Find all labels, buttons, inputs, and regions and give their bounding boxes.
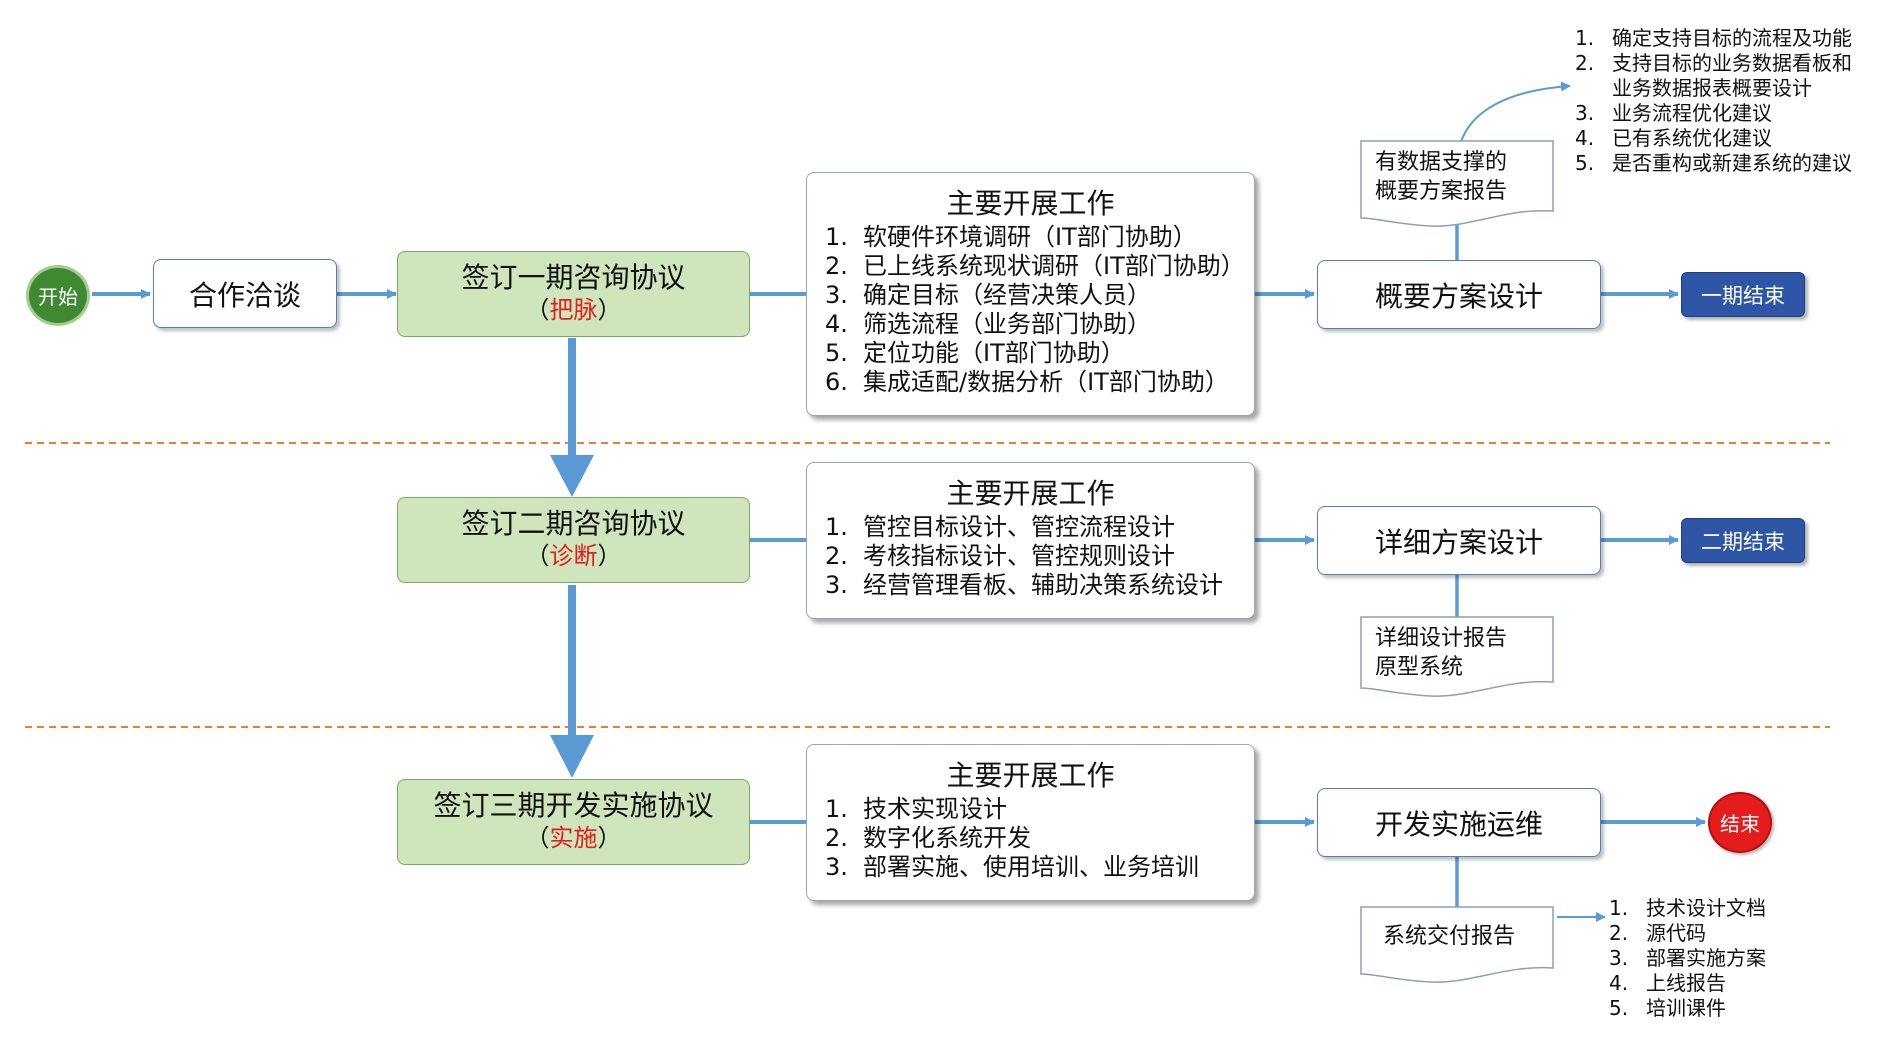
negotiation-label: 合作洽谈 (188, 278, 301, 312)
negotiation-box: 合作洽谈 (153, 259, 337, 328)
phase3-work-item: 1.技术实现设计 (825, 795, 1007, 823)
phase2-end-label: 二期结束 (1701, 529, 1785, 554)
doc-shape-2 (1360, 616, 1554, 697)
phase2-contract-box: 签订二期咨询协议 （诊断） (397, 497, 750, 583)
phase1-doc-notes: 1.确定支持目标的流程及功能 2.支持目标的业务数据看板和 业务数据报表概要设计… (1575, 26, 1852, 176)
phase3-work-title: 主要开展工作 (946, 759, 1115, 792)
phase2-work-item: 2.考核指标设计、管控规则设计 (825, 542, 1175, 570)
phase3-note-item: 4.上线报告 (1609, 971, 1726, 995)
phase1-keyword: 把脉 (549, 296, 598, 324)
phase1-work-item: 5.定位功能（IT部门协助） (825, 339, 1125, 367)
phase2-doc-line: 详细设计报告 (1375, 626, 1508, 651)
phase2-design-label: 详细方案设计 (1374, 525, 1543, 559)
phase1-design-box: 概要方案设计 (1317, 260, 1601, 329)
phase1-note-item: 1.确定支持目标的流程及功能 (1575, 26, 1852, 50)
phase2-work-box: 主要开展工作 1.管控目标设计、管控流程设计 2.考核指标设计、管控规则设计 3… (806, 462, 1255, 619)
phase3-note-item: 5.培训课件 (1609, 996, 1726, 1020)
phase1-contract-subtitle: （把脉） (525, 296, 622, 324)
doc-shape-3 (1360, 906, 1554, 983)
phase1-work-item: 3.确定目标（经营决策人员） (825, 281, 1151, 309)
phase1-note-item: 2.支持目标的业务数据看板和 (1575, 51, 1852, 75)
phase3-design-box: 开发实施运维 (1317, 788, 1601, 857)
phase2-contract-subtitle: （诊断） (525, 542, 622, 570)
start-label: 开始 (38, 285, 78, 309)
phase3-note-item: 3.部署实施方案 (1609, 946, 1766, 970)
phase1-contract-title: 签订一期咨询协议 (461, 261, 686, 294)
phase3-contract-box: 签订三期开发实施协议 （实施） (397, 779, 750, 865)
start-node: 开始 (26, 265, 90, 326)
phase1-work-item: 4.筛选流程（业务部门协助） (825, 310, 1151, 338)
phase1-work-item: 2.已上线系统现状调研（IT部门协助） (825, 252, 1245, 280)
phase1-end-label: 一期结束 (1701, 283, 1785, 308)
phase2-doc-line: 原型系统 (1375, 655, 1464, 680)
phase3-work-box: 主要开展工作 1.技术实现设计 2.数字化系统开发 3.部署实施、使用培训、业务… (806, 744, 1255, 901)
doc-shape-1 (1360, 140, 1554, 227)
phase3-work-item: 3.部署实施、使用培训、业务培训 (825, 853, 1199, 881)
phase2-design-box: 详细方案设计 (1317, 506, 1601, 575)
phase1-doc-line: 概要方案报告 (1375, 179, 1508, 204)
phase1-contract-box: 签订一期咨询协议 （把脉） (397, 251, 750, 337)
phase3-doc-notes: 1.技术设计文档 2.源代码 3.部署实施方案 4.上线报告 5.培训课件 (1609, 896, 1766, 1021)
arrow-doc1-to-notes (1459, 81, 1571, 146)
phase3-doc-line: 系统交付报告 (1383, 924, 1516, 949)
phase2-keyword: 诊断 (549, 542, 598, 570)
phase3-work-item: 2.数字化系统开发 (825, 824, 1031, 852)
phase1-work-item: 6.集成适配/数据分析（IT部门协助） (825, 368, 1229, 396)
phase-arrow-1-head (550, 455, 594, 497)
phase3-contract-title: 签订三期开发实施协议 (433, 789, 714, 822)
end-label: 结束 (1720, 812, 1760, 836)
phase1-work-title: 主要开展工作 (946, 187, 1115, 220)
phase1-work-list: 1.软硬件环境调研（IT部门协助） 2.已上线系统现状调研（IT部门协助） 3.… (807, 223, 1254, 397)
phase2-work-list: 1.管控目标设计、管控流程设计 2.考核指标设计、管控规则设计 3.经营管理看板… (807, 513, 1254, 600)
phase2-end-box: 二期结束 (1681, 518, 1805, 563)
phase1-design-label: 概要方案设计 (1374, 279, 1543, 313)
phase3-work-list: 1.技术实现设计 2.数字化系统开发 3.部署实施、使用培训、业务培训 (807, 795, 1254, 882)
phase3-keyword: 实施 (549, 824, 598, 852)
phase3-design-label: 开发实施运维 (1374, 807, 1543, 841)
phase-arrow-2-head (550, 735, 594, 778)
phase1-note-item: 业务数据报表概要设计 (1612, 76, 1812, 100)
phase1-work-item: 1.软硬件环境调研（IT部门协助） (825, 223, 1197, 251)
phase2-work-title: 主要开展工作 (946, 477, 1115, 510)
phase3-doc: 系统交付报告 (1361, 908, 1553, 974)
phase1-note-item: 4.已有系统优化建议 (1575, 126, 1772, 150)
phase1-work-box: 主要开展工作 1.软硬件环境调研（IT部门协助） 2.已上线系统现状调研（IT部… (806, 172, 1255, 416)
phase1-note-item: 3.业务流程优化建议 (1575, 101, 1772, 125)
phase3-contract-subtitle: （实施） (525, 824, 622, 852)
phase1-end-box: 一期结束 (1681, 272, 1805, 317)
phase1-note-item: 5.是否重构或新建系统的建议 (1575, 151, 1852, 175)
phase2-work-item: 3.经营管理看板、辅助决策系统设计 (825, 571, 1223, 599)
phase3-note-item: 2.源代码 (1609, 921, 1706, 945)
phase2-contract-title: 签订二期咨询协议 (461, 507, 686, 540)
phase2-doc: 详细设计报告 原型系统 (1361, 618, 1553, 688)
phase1-doc: 有数据支撑的 概要方案报告 (1361, 142, 1553, 214)
phase1-doc-line: 有数据支撑的 (1375, 150, 1508, 175)
phase2-work-item: 1.管控目标设计、管控流程设计 (825, 513, 1175, 541)
phase3-note-item: 1.技术设计文档 (1609, 896, 1766, 920)
end-node: 结束 (1708, 792, 1772, 853)
